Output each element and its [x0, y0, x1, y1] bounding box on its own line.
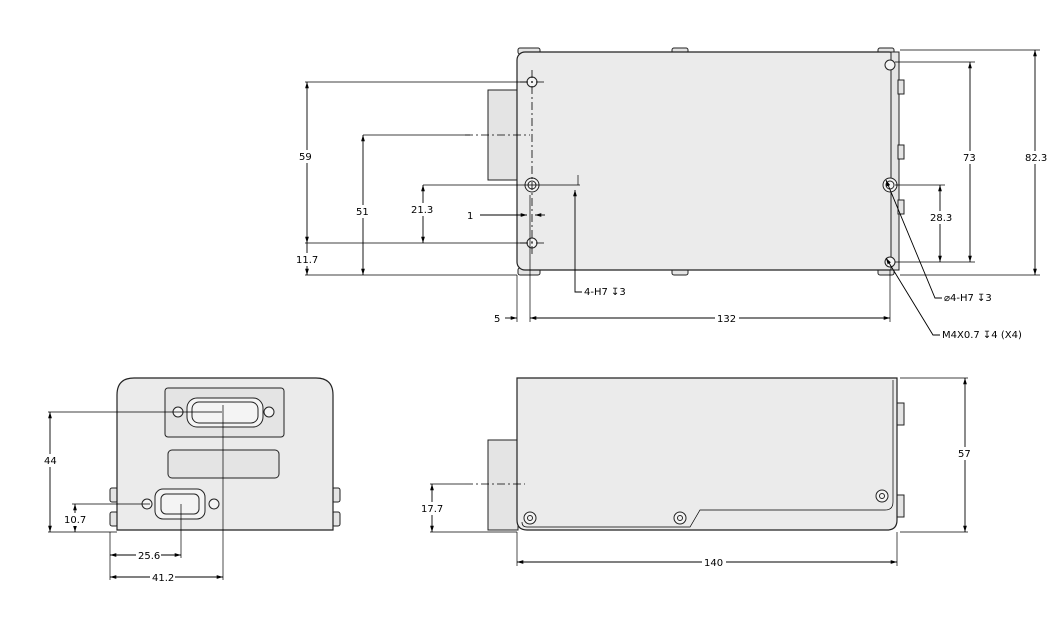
dim-57: 57 — [958, 449, 971, 460]
mounting-hole — [884, 59, 896, 71]
side-bump — [896, 494, 905, 518]
front-view: 44 10.7 25.6 41.2 — [43, 377, 341, 584]
dim-11-7: 11.7 — [296, 255, 318, 266]
callout-tapped-holes: M4X0.7 ↧4 (X4) — [942, 330, 1022, 341]
connector-screw — [208, 498, 220, 510]
side-bump — [897, 199, 905, 215]
label-plate — [167, 449, 280, 479]
connector-block — [487, 439, 519, 531]
dim-28-3: 28.3 — [930, 213, 952, 224]
dim-59: 59 — [299, 152, 312, 163]
housing-top — [516, 51, 898, 271]
dim-25-6: 25.6 — [138, 551, 160, 562]
side-bump — [897, 79, 905, 95]
dim-21-3: 21.3 — [411, 205, 433, 216]
connector-screw — [263, 406, 275, 418]
dim-10-7: 10.7 — [64, 515, 86, 526]
dim-73: 73 — [963, 153, 976, 164]
dim-82-3: 82.3 — [1025, 153, 1047, 164]
side-plate — [890, 51, 900, 271]
dim-17-7: 17.7 — [421, 504, 443, 515]
side-view: 17.7 57 140 — [420, 377, 975, 569]
dim-1: 1 — [467, 211, 473, 222]
screw-inner — [677, 515, 683, 521]
db-connector-large-inner — [191, 401, 259, 424]
cover-outline — [521, 380, 894, 528]
dim-132: 132 — [717, 314, 736, 325]
callout-pin-holes-left: 4-H7 ↧3 — [584, 287, 626, 298]
side-bump — [896, 402, 905, 426]
side-bump — [897, 144, 905, 160]
dim-5: 5 — [494, 314, 500, 325]
housing-side — [516, 377, 898, 531]
dim-51: 51 — [356, 207, 369, 218]
dim-41-2: 41.2 — [152, 573, 174, 584]
db9-connector-inner — [160, 493, 200, 515]
top-view: 59 11.7 51 21.3 1 5 132 28.3 73 82.3 4-H… — [295, 47, 1050, 341]
screw-inner — [527, 515, 533, 521]
dim-44: 44 — [44, 456, 57, 467]
dim-140: 140 — [704, 558, 723, 569]
screw-inner — [879, 493, 885, 499]
callout-pin-holes-right: ⌀4-H7 ↧3 — [944, 293, 992, 304]
